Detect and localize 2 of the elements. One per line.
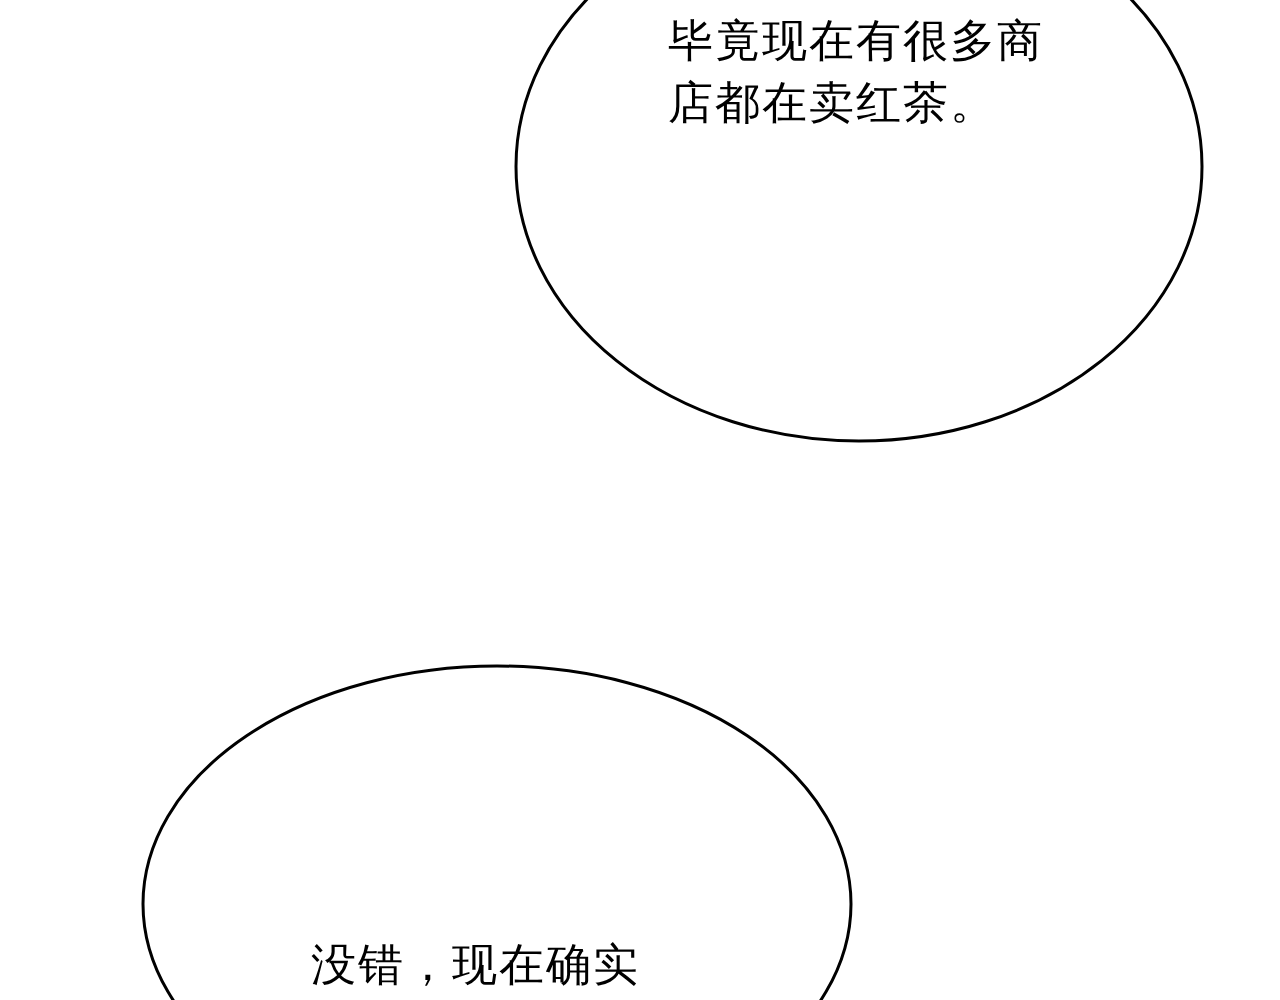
dialogue-text: 没错，现在确实	[311, 937, 641, 993]
dialogue-text: 毕竟现在有很多商店都在卖红茶。	[668, 13, 1045, 131]
